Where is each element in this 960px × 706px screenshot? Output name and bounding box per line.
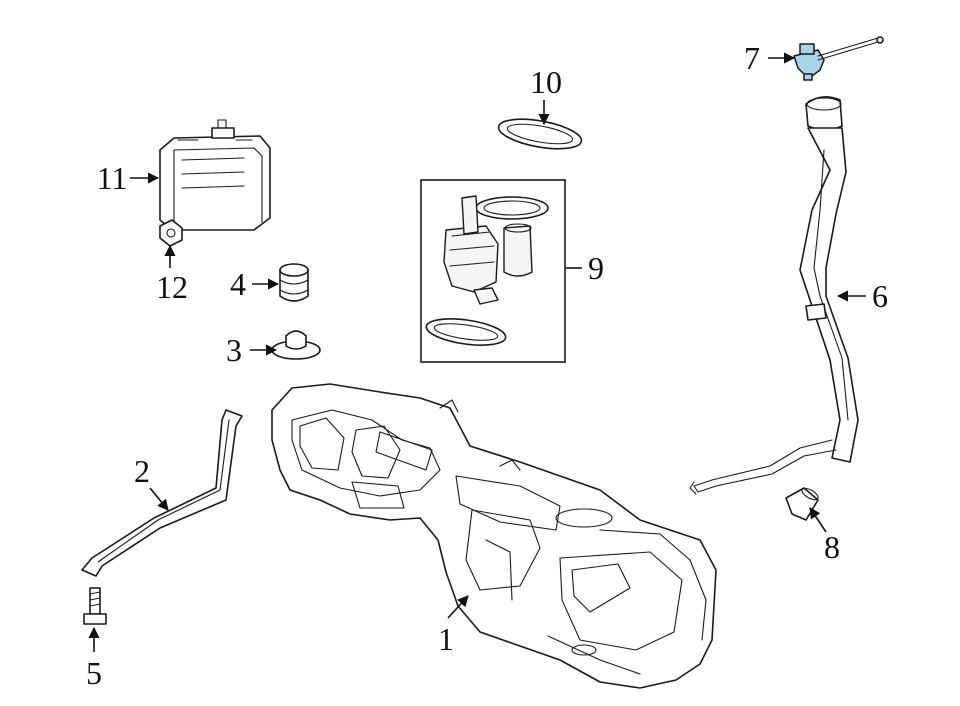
leader-1 — [447, 595, 469, 619]
filler-pipe-part[interactable] — [689, 96, 859, 495]
bushing-part[interactable] — [279, 263, 309, 302]
control-module-part[interactable] — [159, 119, 271, 231]
grommet-part[interactable] — [271, 330, 321, 360]
fuel-pump-assembly-part[interactable] — [420, 179, 566, 363]
sensor-part[interactable] — [793, 36, 884, 81]
callout-11[interactable]: 11 — [97, 160, 128, 196]
callout-numbers: 1 2 3 4 5 6 7 8 9 10 11 12 — [86, 40, 888, 691]
fuel-tank-part[interactable] — [271, 383, 717, 689]
seal-ring-part[interactable] — [496, 114, 583, 154]
callout-1[interactable]: 1 — [438, 621, 454, 657]
leader-lines — [88, 52, 866, 652]
callout-10[interactable]: 10 — [530, 64, 562, 100]
callout-2[interactable]: 2 — [134, 453, 150, 489]
nut-part[interactable] — [159, 219, 183, 247]
callout-12[interactable]: 12 — [156, 269, 188, 305]
callout-6[interactable]: 6 — [872, 278, 888, 314]
leader-8 — [809, 507, 827, 533]
callout-8[interactable]: 8 — [824, 529, 840, 565]
callout-3[interactable]: 3 — [226, 332, 242, 368]
callout-4[interactable]: 4 — [230, 266, 246, 302]
callout-5[interactable]: 5 — [86, 655, 102, 691]
callout-9[interactable]: 9 — [588, 250, 604, 286]
callout-7[interactable]: 7 — [744, 40, 760, 76]
bolt-part[interactable] — [83, 587, 107, 625]
tank-strap-part[interactable] — [81, 409, 243, 577]
leader-2 — [149, 487, 169, 511]
